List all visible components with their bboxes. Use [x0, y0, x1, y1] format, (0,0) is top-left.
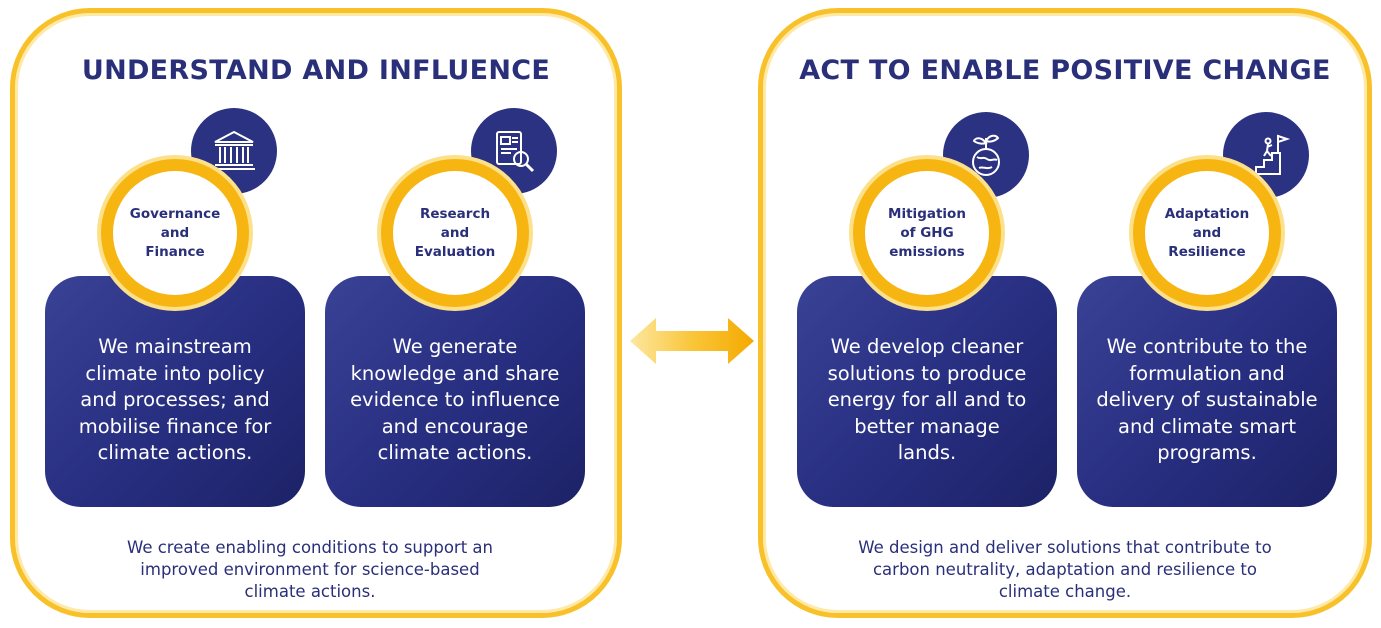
- card-description: We develop cleaner solutions to produce …: [827, 335, 1027, 464]
- card-mitigation-ghg: We develop cleaner solutions to produce …: [797, 276, 1057, 507]
- circle-label: Research and Evaluation: [414, 205, 496, 260]
- card-description: We mainstream climate into policy and pr…: [78, 335, 272, 464]
- circle-governance-finance: Governance and Finance: [101, 159, 249, 307]
- card-governance-finance: We mainstream climate into policy and pr…: [45, 276, 305, 507]
- summary-right: We design and deliver solutions that con…: [858, 538, 1272, 601]
- panel-title: ACT TO ENABLE POSITIVE CHANGE: [799, 55, 1331, 86]
- circle-label: Governance and Finance: [129, 205, 221, 260]
- circle-label: Mitigation of GHG emissions: [888, 205, 966, 260]
- circle-label: Adaptation and Resilience: [1164, 205, 1250, 260]
- panel-title: UNDERSTAND AND INFLUENCE: [81, 55, 551, 86]
- circle-research-evaluation: Research and Evaluation: [381, 159, 529, 307]
- double-arrow-icon: [630, 316, 754, 370]
- card-description: We contribute to the formulation and del…: [1096, 335, 1318, 464]
- circle-adaptation-resilience: Adaptation and Resilience: [1133, 159, 1281, 307]
- circle-mitigation-ghg: Mitigation of GHG emissions: [853, 159, 1001, 307]
- card-description: We generate knowledge and share evidence…: [350, 335, 560, 464]
- card-research-evaluation: We generate knowledge and share evidence…: [325, 276, 585, 507]
- card-adaptation-resilience: We contribute to the formulation and del…: [1077, 276, 1337, 507]
- summary-left: We create enabling conditions to support…: [126, 538, 493, 601]
